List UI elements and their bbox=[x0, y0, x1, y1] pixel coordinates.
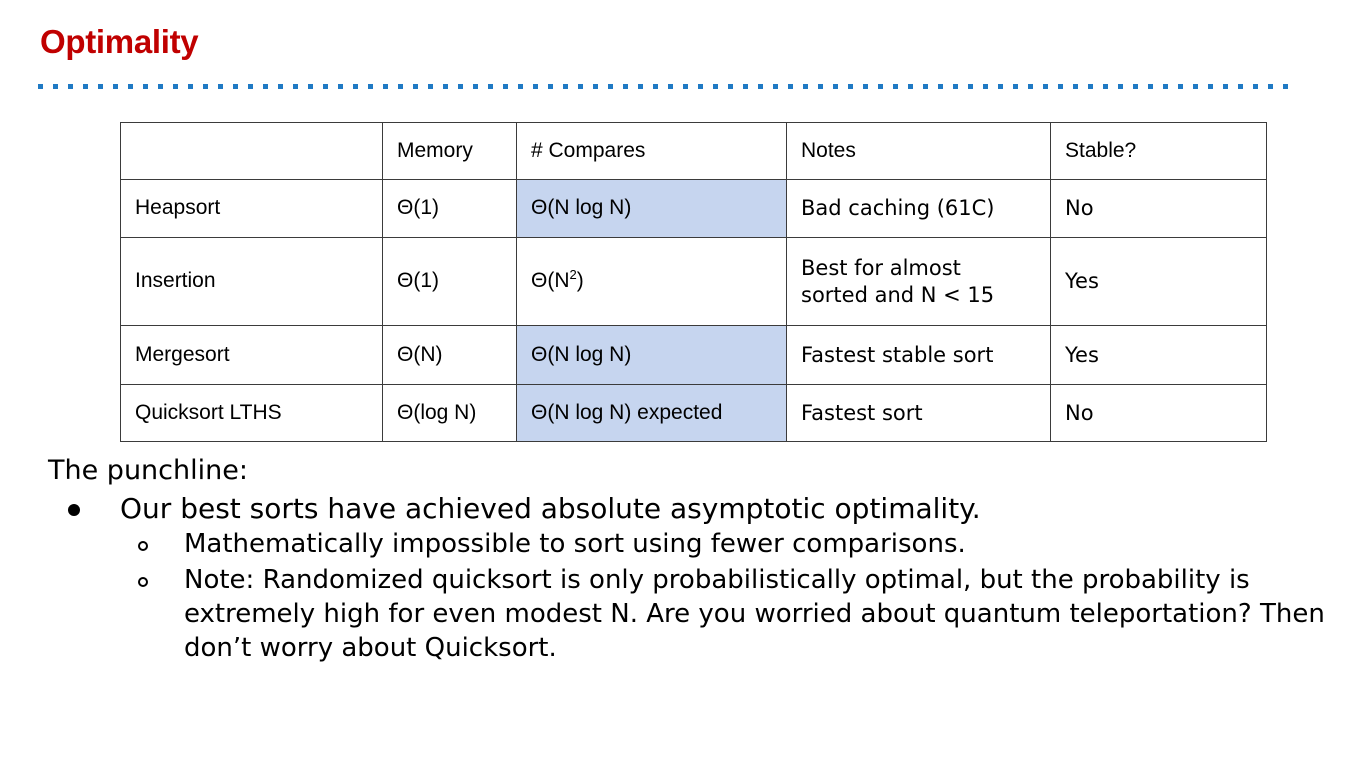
cell-algorithm: Insertion bbox=[120, 237, 383, 326]
list-item-label: Mathematically impossible to sort using … bbox=[184, 529, 966, 560]
list-item: Mathematically impossible to sort using … bbox=[120, 528, 1328, 562]
cell-compares: Θ(N log N) expected bbox=[516, 384, 787, 442]
list-item-label: Our best sorts have achieved absolute as… bbox=[120, 491, 981, 525]
bullet-dot-icon bbox=[68, 503, 80, 516]
cell-compares: Θ(N2) bbox=[516, 237, 787, 326]
title-divider bbox=[38, 84, 1294, 89]
cell-memory: Θ(1) bbox=[382, 237, 517, 326]
cell-algorithm: Mergesort bbox=[120, 325, 383, 385]
header-cell-compares: # Compares bbox=[516, 122, 787, 180]
cell-memory: Θ(log N) bbox=[382, 384, 517, 442]
cell-stable: Yes bbox=[1050, 325, 1267, 385]
cell-memory: Θ(N) bbox=[382, 325, 517, 385]
header-cell-stable: Stable? bbox=[1050, 122, 1267, 180]
cell-stable: No bbox=[1050, 384, 1267, 442]
bullet-circle-icon bbox=[138, 576, 148, 587]
bullet-list-level2: Mathematically impossible to sort using … bbox=[120, 528, 1328, 665]
cell-notes: Fastest stable sort bbox=[786, 325, 1051, 385]
compares-tail: ) bbox=[576, 269, 584, 293]
punchline-section: The punchline: Our best sorts have achie… bbox=[48, 455, 1328, 666]
notes-line: Best for almost bbox=[801, 255, 961, 280]
table-row: Mergesort Θ(N) Θ(N log N) Fastest stable… bbox=[120, 325, 1267, 385]
list-item: Note: Randomized quicksort is only proba… bbox=[120, 564, 1328, 665]
cell-compares: Θ(N log N) bbox=[516, 179, 787, 238]
table-row: Quicksort LTHS Θ(log N) Θ(N log N) expec… bbox=[120, 384, 1267, 442]
cell-notes: Bad caching (61C) bbox=[786, 179, 1051, 238]
cell-memory: Θ(1) bbox=[382, 179, 517, 238]
compares-exponent: 2 bbox=[569, 267, 577, 283]
cell-stable: No bbox=[1050, 179, 1267, 238]
bullet-circle-icon bbox=[138, 541, 148, 552]
header-cell-memory: Memory bbox=[382, 122, 517, 180]
list-item-label: Note: Randomized quicksort is only proba… bbox=[184, 564, 1325, 663]
bullet-list-level1: Our best sorts have achieved absolute as… bbox=[48, 491, 1328, 665]
cell-compares: Θ(N log N) bbox=[516, 325, 787, 385]
sorting-comparison-table: Memory # Compares Notes Stable? Heapsort… bbox=[120, 122, 1267, 442]
punchline-lead: The punchline: bbox=[48, 455, 248, 486]
page-title: Optimality bbox=[40, 23, 199, 60]
header-cell-notes: Notes bbox=[786, 122, 1051, 180]
table-row: Heapsort Θ(1) Θ(N log N) Bad caching (61… bbox=[120, 179, 1267, 238]
cell-notes: Fastest sort bbox=[786, 384, 1051, 442]
header-cell-algorithm bbox=[120, 122, 383, 180]
compares-base: Θ(N bbox=[531, 269, 570, 293]
cell-algorithm: Quicksort LTHS bbox=[120, 384, 383, 442]
notes-line: sorted and N < 15 bbox=[801, 282, 995, 307]
list-item: Our best sorts have achieved absolute as… bbox=[48, 491, 1328, 665]
cell-stable: Yes bbox=[1050, 237, 1267, 326]
table-header-row: Memory # Compares Notes Stable? bbox=[120, 122, 1267, 180]
cell-algorithm: Heapsort bbox=[120, 179, 383, 238]
